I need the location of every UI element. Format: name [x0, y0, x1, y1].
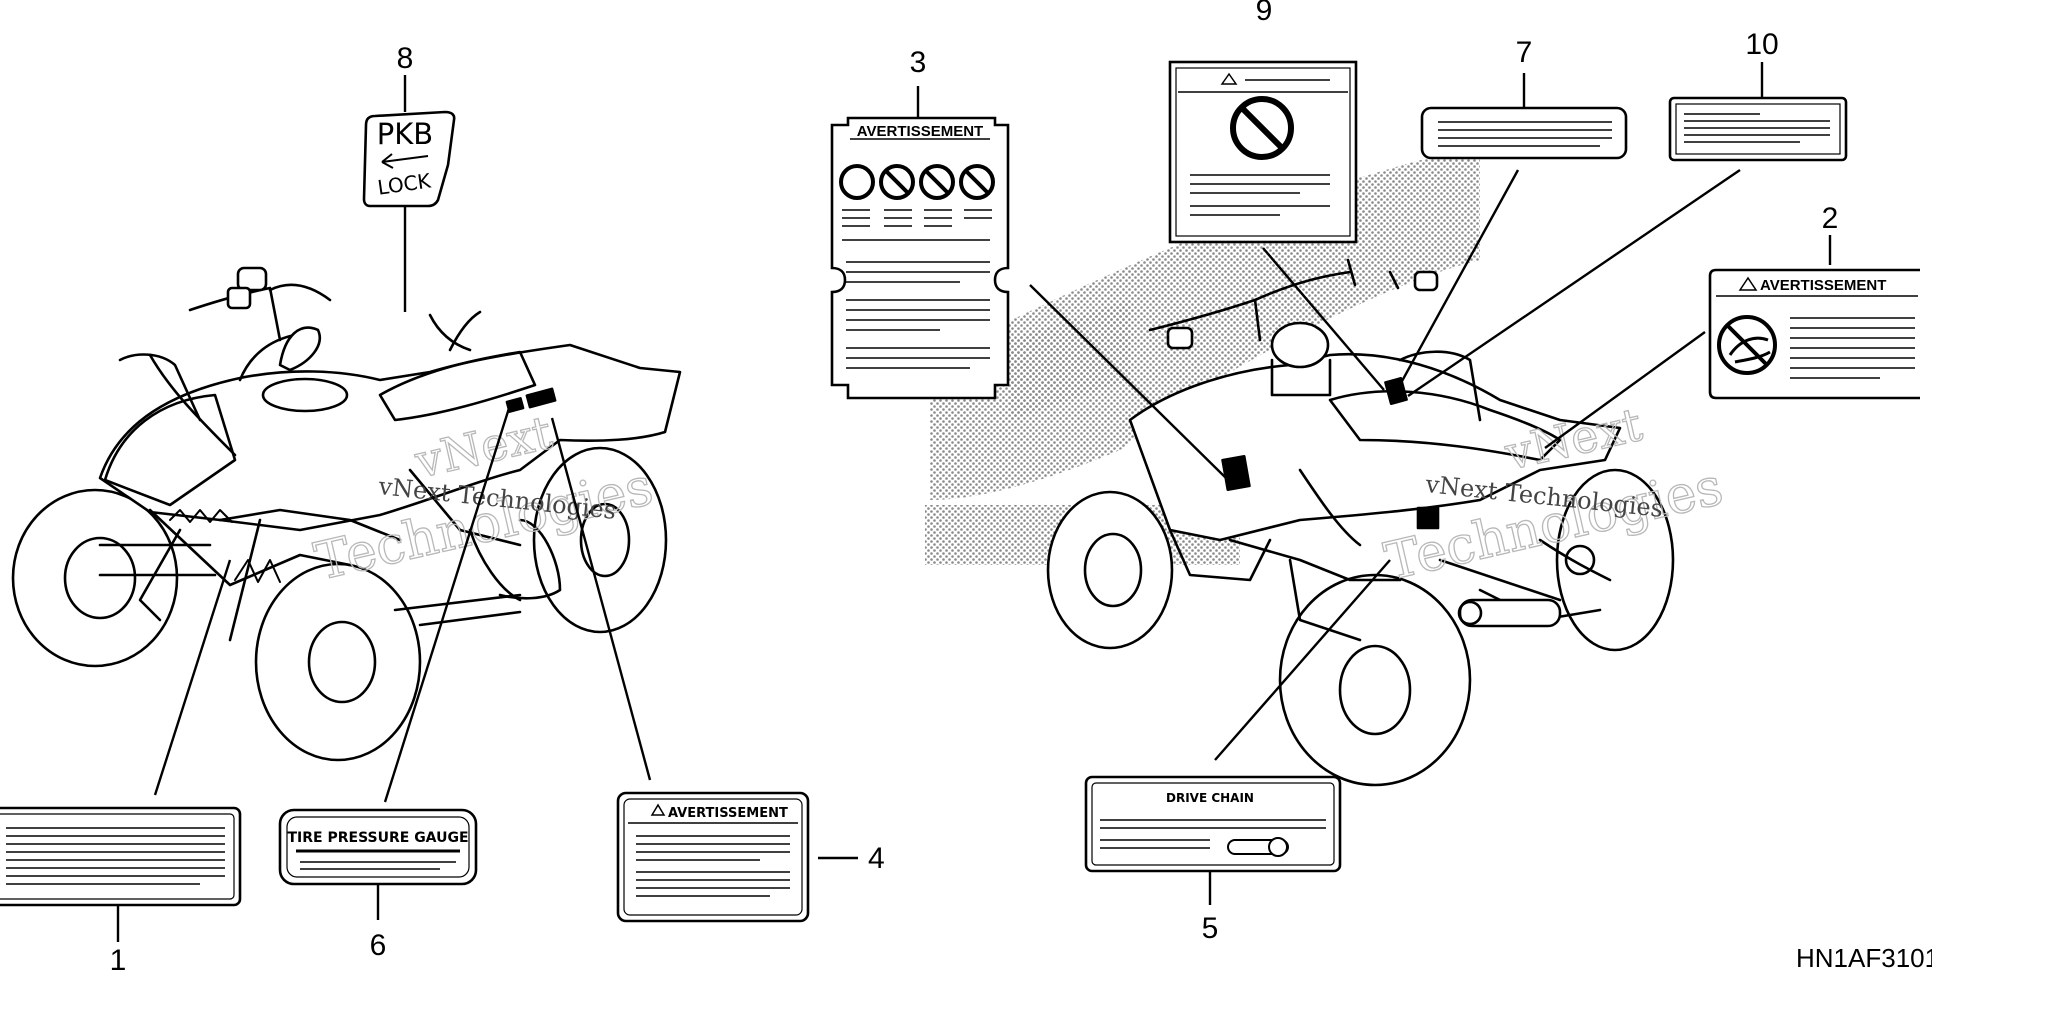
- leader-lines: [116, 62, 1832, 942]
- pkb-text: PKB: [377, 117, 433, 151]
- prohibition-icon: [1230, 96, 1294, 160]
- callout-1: 1: [110, 944, 127, 977]
- callout-numbers: 8 3 9 7 10 2 1 6 4 5: [110, 0, 1839, 977]
- label-4-warning: AVERTISSEMENT: [616, 791, 810, 923]
- label-3-warning: AVERTISSEMENT: [830, 116, 1010, 400]
- callout-8: 8: [397, 42, 414, 75]
- arrow-left-icon: [381, 153, 429, 169]
- warning-triangle-icon: [650, 803, 666, 816]
- prohibition-icon: [839, 164, 875, 200]
- callout-4: 4: [868, 842, 885, 875]
- warning-header-text: AVERTISSEMENT: [857, 123, 983, 140]
- diagram-code-text: HN1AF3101B: [1796, 943, 1956, 973]
- drive-chain-text: DRIVE CHAIN: [1166, 791, 1254, 805]
- callout-5: 5: [1202, 912, 1219, 945]
- label-9-warning: [1168, 60, 1358, 244]
- prohibition-icon: [919, 164, 955, 200]
- callout-9: 9: [1256, 0, 1273, 27]
- label-10: [1668, 96, 1848, 162]
- warning-triangle-icon: [1738, 276, 1758, 291]
- callout-6: 6: [370, 929, 387, 962]
- wrench-icon: [1227, 837, 1289, 857]
- text-lines: [842, 209, 992, 369]
- label-7: [1420, 106, 1628, 160]
- diagram-code: HN1AF3101B: [1790, 930, 2048, 990]
- label-1: [0, 806, 242, 907]
- atv-right-illustration: [1046, 258, 1675, 787]
- callout-2: 2: [1822, 202, 1839, 235]
- callout-7: 7: [1516, 36, 1533, 69]
- atv-left-illustration: [11, 266, 682, 762]
- prohibition-icon: [879, 164, 915, 200]
- warning-triangle-icon: [1220, 72, 1238, 85]
- tire-pressure-gauge-text: TIRE PRESSURE GAUGE: [287, 830, 468, 846]
- warning-header-text: AVERTISSEMENT: [668, 806, 788, 821]
- prohibition-icon: [959, 164, 995, 200]
- callout-10: 10: [1745, 28, 1778, 61]
- label-5-drive-chain: DRIVE CHAIN: [1084, 775, 1342, 873]
- prohibition-icons: [839, 164, 995, 200]
- label-8-parking-brake: PKB LOCK: [362, 110, 456, 208]
- label-6-tire-pressure: TIRE PRESSURE GAUGE: [278, 808, 478, 886]
- warning-header-text: AVERTISSEMENT: [1760, 277, 1886, 294]
- label-2-warning: AVERTISSEMENT: [1708, 268, 1920, 400]
- callout-3: 3: [910, 46, 927, 79]
